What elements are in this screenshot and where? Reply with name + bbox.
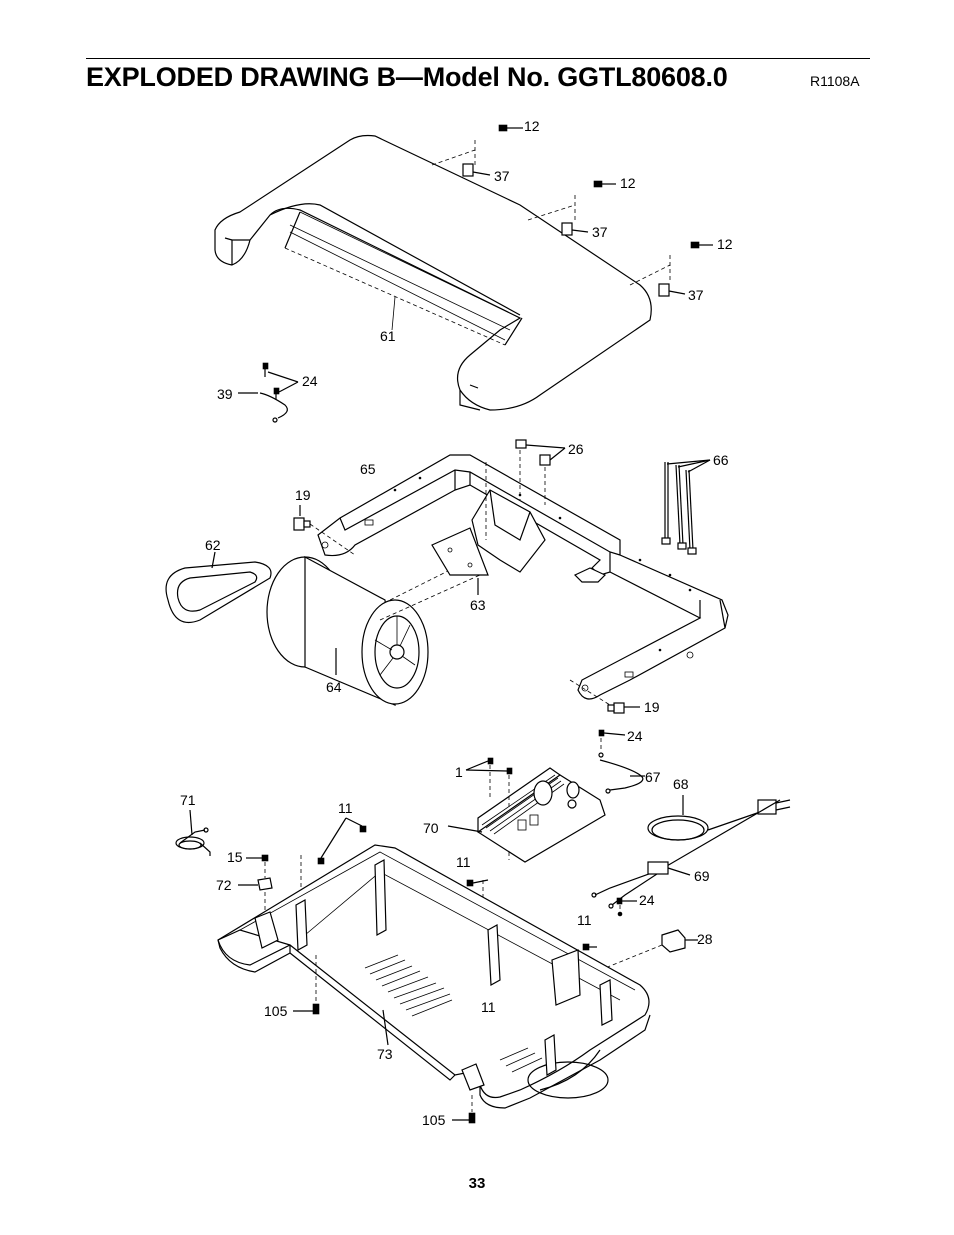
label-62: 62 [205,537,221,553]
label-11-a: 11 [338,800,353,816]
clip-72 [238,854,273,920]
bolts-26 [485,439,566,540]
label-24-b: 24 [627,728,643,744]
label-12-c: 12 [717,236,733,252]
hood-part-61 [214,134,652,411]
label-12-a: 12 [524,118,540,134]
switch-28 [599,929,698,971]
label-28: 28 [697,931,713,947]
label-105-b: 105 [422,1112,446,1128]
label-26: 26 [568,441,584,457]
label-37-a: 37 [494,168,510,184]
label-63: 63 [470,597,486,613]
wire-71 [175,809,211,856]
label-69: 69 [694,868,710,884]
label-11-d: 11 [481,999,496,1015]
bolt-19-right [569,679,640,714]
wire-harness-69 [591,799,781,909]
label-65: 65 [360,461,376,477]
hood-fasteners [431,124,713,297]
plate-63 [431,527,489,595]
header-rule [86,58,870,59]
wire-67 [598,729,645,794]
page-title: EXPLODED DRAWING B—Model No. GGTL80608.0 [86,62,728,92]
label-70: 70 [423,820,439,836]
screw-24-lower [616,897,637,917]
label-12-b: 12 [620,175,636,191]
base-73 [217,844,651,1109]
motor-64 [266,555,481,706]
label-15: 15 [227,849,243,865]
label-73: 73 [377,1046,393,1062]
label-39: 39 [217,386,233,402]
label-1: 1 [455,764,463,780]
tie-straps-66 [661,459,711,555]
motor-frame-65 [317,454,729,700]
label-19-b: 19 [644,699,660,715]
screws-105 [293,955,476,1124]
page-number: 33 [468,1175,486,1192]
bolt-19-left [293,505,356,556]
label-67: 67 [645,769,661,785]
wire-39 [238,362,299,423]
label-66: 66 [713,452,729,468]
label-24-c: 24 [639,892,655,908]
label-71: 71 [180,792,196,808]
label-64: 64 [326,679,342,695]
belt-62 [165,551,272,624]
power-cord-68 [647,795,791,841]
label-11-b: 11 [456,854,471,870]
label-68: 68 [673,776,689,792]
label-72: 72 [216,877,232,893]
label-37-b: 37 [592,224,608,240]
label-24-a: 24 [302,373,318,389]
label-37-c: 37 [688,287,704,303]
label-61: 61 [380,328,396,344]
label-105-a: 105 [264,1003,288,1019]
label-19-a: 19 [295,487,311,503]
controller-70 [447,757,606,863]
label-11-c: 11 [577,912,592,928]
drawing-code: R1108A [810,73,860,89]
